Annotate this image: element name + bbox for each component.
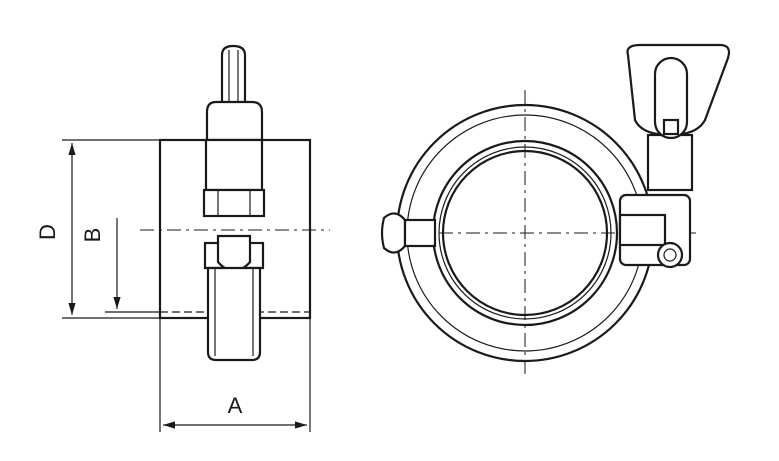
hinge-pin bbox=[216, 234, 252, 273]
dimension-a-label: A bbox=[228, 393, 243, 418]
clamp-band bbox=[206, 266, 262, 362]
dimension-b-label: B bbox=[80, 228, 105, 243]
nut bbox=[204, 138, 264, 192]
hinge-eye bbox=[656, 241, 684, 269]
dimension-lines: D B A bbox=[35, 139, 311, 432]
front-view bbox=[380, 43, 731, 375]
left-knob bbox=[380, 212, 407, 254]
dimension-d-label: D bbox=[35, 224, 60, 240]
side-view bbox=[140, 44, 330, 362]
nut-front bbox=[646, 133, 694, 192]
